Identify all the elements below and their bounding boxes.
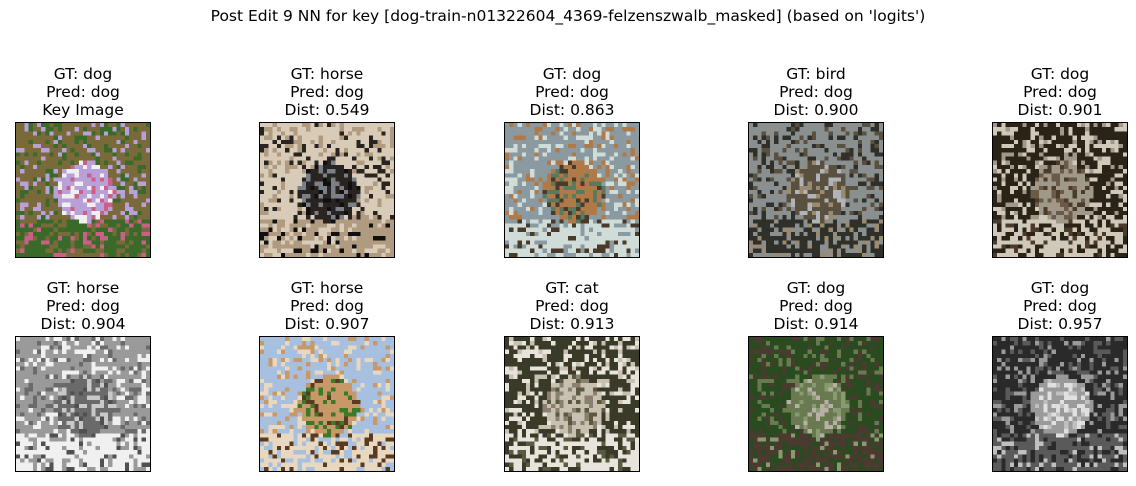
dog-water-image [748,122,884,258]
ground-truth-label: GT: dog [786,279,846,297]
ground-truth-label: GT: bird [786,65,846,83]
distance-label: Dist: 0.957 [1017,315,1103,333]
grayscale-dog-image [992,336,1128,472]
ground-truth-label: GT: horse [290,279,364,297]
neighbor-caption: GT: horse Pred: dog Dist: 0.907 [199,279,455,333]
neighbor-caption: GT: dog Pred: dog Dist: 0.901 [932,65,1136,119]
pony-field-image [259,336,395,472]
ground-truth-label: GT: dog [1030,65,1090,83]
dogs-grass-image [748,336,884,472]
neighbor-caption: GT: cat Pred: dog Dist: 0.913 [444,279,700,333]
neighbor-caption: GT: horse Pred: dog Dist: 0.549 [199,65,455,119]
ground-truth-label: GT: horse [46,279,120,297]
white-tiger-image [504,336,640,472]
prediction-label: Pred: dog [535,297,609,315]
neighbor-caption: GT: dog Pred: dog Dist: 0.914 [688,279,944,333]
distance-label: Dist: 0.549 [284,101,370,119]
bulldog-flowers-image [15,122,151,258]
prediction-label: Pred: dog [779,83,853,101]
ground-truth-label: GT: dog [542,65,602,83]
neighbor-caption: GT: horse Pred: dog Dist: 0.904 [0,279,211,333]
distance-label: Dist: 0.913 [529,315,615,333]
neighbor-caption: GT: dog Pred: dog Key Image [0,65,211,119]
figure-title: Post Edit 9 NN for key [dog-train-n01322… [210,7,926,25]
ground-truth-label: GT: horse [290,65,364,83]
prediction-label: Pred: dog [290,83,364,101]
person-horse-image [259,122,395,258]
prediction-label: Pred: dog [46,83,120,101]
ground-truth-label: GT: dog [1030,279,1090,297]
distance-label: Dist: 0.904 [40,315,126,333]
prediction-label: Pred: dog [535,83,609,101]
distance-label: Dist: 0.900 [773,101,859,119]
distance-label: Dist: 0.907 [284,315,370,333]
neighbor-caption: GT: dog Pred: dog Dist: 0.863 [444,65,700,119]
ground-truth-label: GT: dog [53,65,113,83]
drinking-dog-image [504,122,640,258]
grey-horses-image [15,336,151,472]
prediction-label: Pred: dog [1023,297,1097,315]
dog-dark-image [992,122,1128,258]
prediction-label: Pred: dog [290,297,364,315]
neighbor-caption: GT: dog Pred: dog Dist: 0.957 [932,279,1136,333]
distance-label: Dist: 0.914 [773,315,859,333]
prediction-label: Pred: dog [46,297,120,315]
neighbor-caption: GT: bird Pred: dog Dist: 0.900 [688,65,944,119]
key-image-label: Key Image [42,101,124,119]
distance-label: Dist: 0.901 [1017,101,1103,119]
distance-label: Dist: 0.863 [529,101,615,119]
ground-truth-label: GT: cat [545,279,599,297]
prediction-label: Pred: dog [1023,83,1097,101]
prediction-label: Pred: dog [779,297,853,315]
